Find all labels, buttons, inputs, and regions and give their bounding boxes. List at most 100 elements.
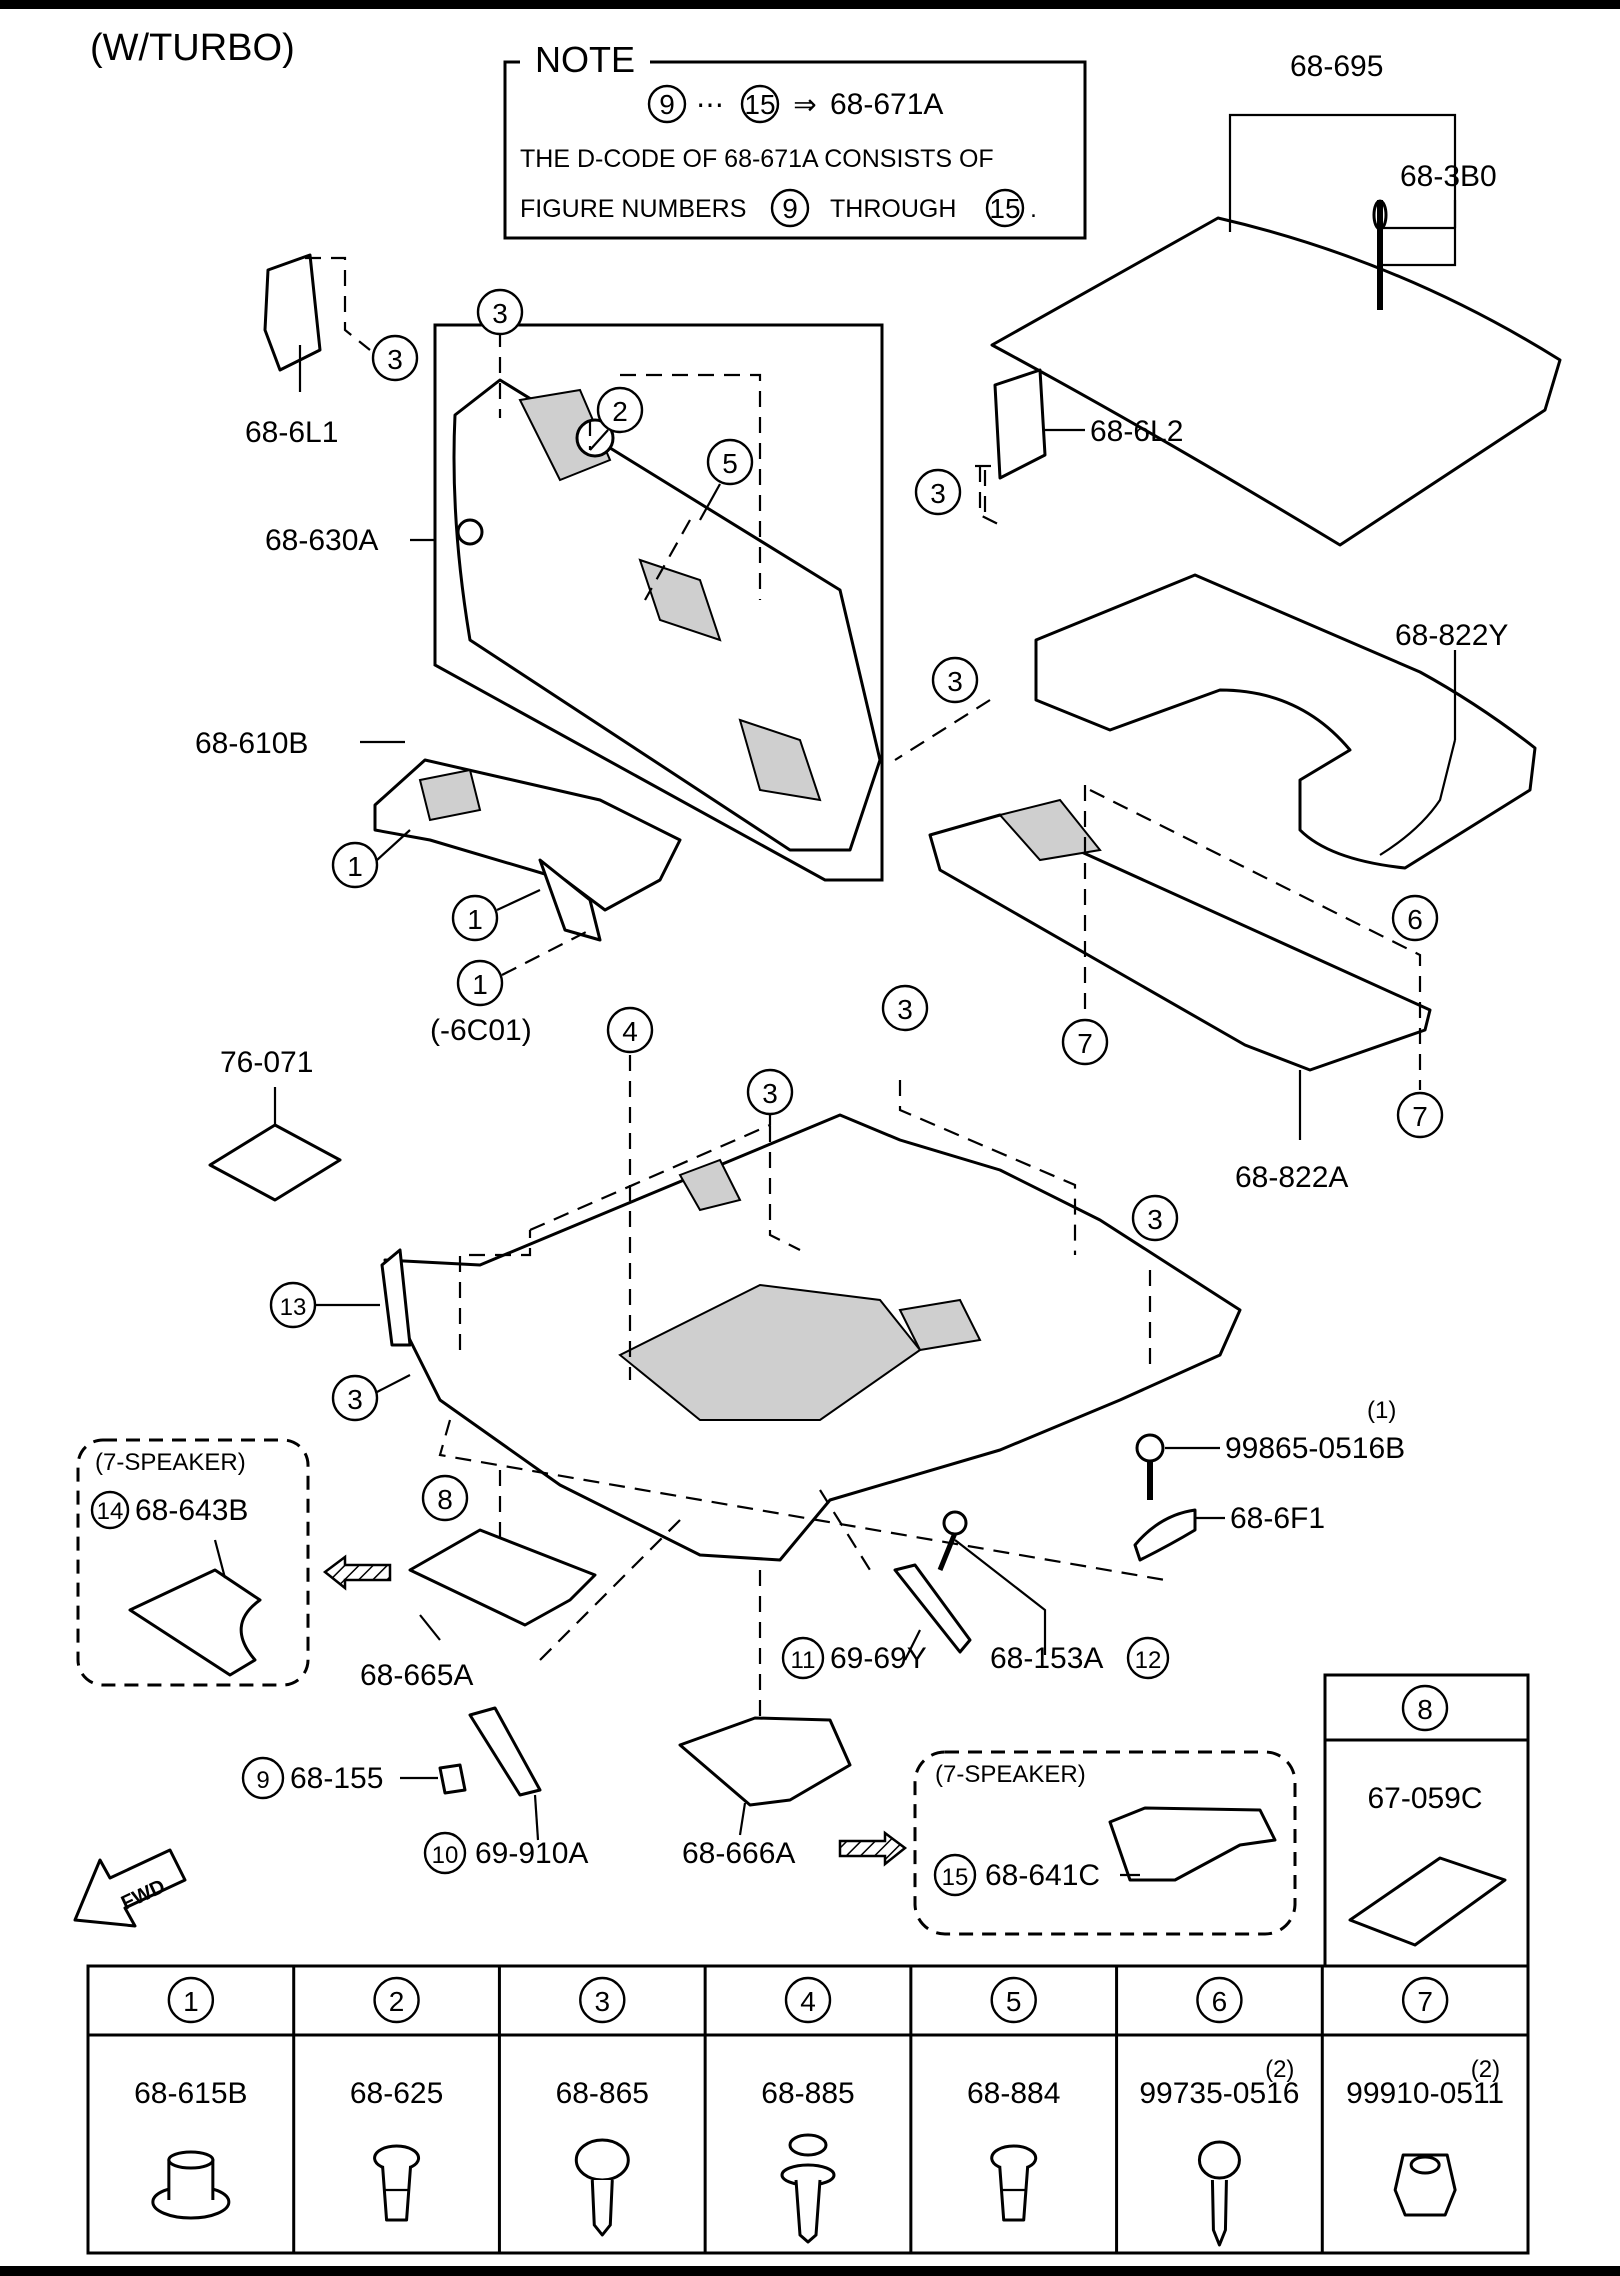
label-68-822A: 68-822A xyxy=(1235,1161,1348,1194)
callout-8-a: 8 xyxy=(437,1484,453,1515)
fastener-num-2: 2 xyxy=(389,1986,405,2017)
label-7-speaker-right: (7-SPEAKER) xyxy=(935,1761,1086,1788)
callout-3-e: 3 xyxy=(762,1078,778,1109)
callout-8-b: 8 xyxy=(1417,1694,1433,1725)
push-pin-icon xyxy=(574,2138,630,2237)
note-box: NOTE 9 ⋯ 15 ⇒ 68-671A THE D-CODE OF 68-6… xyxy=(503,39,1087,240)
fastener-code-4: 68-885 xyxy=(761,2077,854,2110)
fastener-code-1: 68-615B xyxy=(134,2077,247,2110)
fastener-qty-6: (2) xyxy=(1265,2056,1294,2083)
callout-7-a: 7 xyxy=(1077,1028,1093,1059)
note-arrow: ⇒ xyxy=(793,89,816,120)
label-68-695: 68-695 xyxy=(1290,50,1383,83)
floor-carpet: 4 3 3 3 3 13 8 xyxy=(269,984,1242,1720)
part-99865: (1) 99865-0516B 68-6F1 xyxy=(1133,1397,1405,1562)
fastener-col-4: 4 68-885 xyxy=(703,1966,855,2253)
part-68-822Y: 68-822Y xyxy=(1034,573,1537,870)
fastener-num-4: 4 xyxy=(800,1986,816,2017)
part-76-071: 76-071 xyxy=(208,1046,342,1202)
callout-5: 5 xyxy=(722,448,738,479)
label-68-6L2: 68-6L2 xyxy=(1090,415,1183,448)
label-6C01: (-6C01) xyxy=(430,1014,532,1047)
fastener-table: 1 68-615B 2 68-625 368-865 4 68-885 5 68-884 6 (2)… xyxy=(86,1964,1530,2255)
fastener-num-1: 1 xyxy=(183,1986,199,2017)
label-7-speaker-left: (7-SPEAKER) xyxy=(95,1449,246,1476)
callout-6: 6 xyxy=(1407,904,1423,935)
callout-15: 15 xyxy=(942,1864,969,1891)
fastener-num-7: 7 xyxy=(1417,1986,1433,2017)
callout-3-g: 3 xyxy=(1147,1204,1163,1235)
note-range-sep: ⋯ xyxy=(696,89,724,120)
trunk-board: 68-695 68-3B0 xyxy=(990,50,1562,547)
label-68-666A: 68-666A xyxy=(682,1837,795,1870)
fastener-col-6: 6(2)99735-0516 xyxy=(1115,1966,1300,2253)
callout-3-d: 3 xyxy=(947,666,963,697)
part-68-822A: 68-822A 7 6 7 xyxy=(928,785,1444,1194)
rivet-clip-icon xyxy=(780,2133,836,2244)
fastener-code-3: 68-865 xyxy=(556,2077,649,2110)
label-69-910A: 69-910A xyxy=(475,1837,588,1870)
callout-7-b: 7 xyxy=(1412,1101,1428,1132)
label-68-155: 68-155 xyxy=(290,1762,383,1795)
part-68-630A: 68-630A 3 2 5 xyxy=(265,288,884,882)
label-67-059C: 67-059C xyxy=(1367,1782,1482,1815)
speaker-box-right: (7-SPEAKER) 15 68-641C xyxy=(913,1750,1297,1936)
label-68-3B0: 68-3B0 xyxy=(1400,160,1497,193)
label-69-69Y: 69-69Y xyxy=(830,1642,927,1675)
part-68-666A: 68-666A xyxy=(678,1716,852,1870)
fastener-col-7: 7 (2)99910-0511 xyxy=(1320,1966,1504,2253)
label-68-822Y: 68-822Y xyxy=(1395,619,1508,652)
fastener-col-3: 368-865 xyxy=(497,1966,649,2253)
table-columns: 1 68-615B 2 68-625 368-865 4 68-885 5 68-884 6 (2)… xyxy=(134,1966,1504,2253)
label-68-630A: 68-630A xyxy=(265,524,378,557)
label-68-6L1: 68-6L1 xyxy=(245,416,338,449)
fastener-code-2: 68-625 xyxy=(350,2077,443,2110)
arrow-left-hatched xyxy=(322,1554,392,1591)
label-68-153A: 68-153A xyxy=(990,1642,1103,1675)
note-range-code: 68-671A xyxy=(830,88,943,121)
diagram-title: (W/TURBO) xyxy=(90,27,295,69)
callout-12: 12 xyxy=(1135,1647,1162,1674)
kit-box-8: 8 67-059C xyxy=(1323,1673,1530,1968)
callout-11: 11 xyxy=(791,1647,816,1674)
fastener-col-5: 5 68-884 xyxy=(909,1966,1060,2253)
note-callout-9b: 9 xyxy=(782,193,798,224)
callout-4: 4 xyxy=(622,1016,638,1047)
fastener-code-7: 99910-0511 xyxy=(1346,2077,1504,2110)
fastener-code-5: 68-884 xyxy=(967,2077,1060,2110)
push-retainer-icon xyxy=(151,2150,231,2220)
note-callout-15: 15 xyxy=(744,89,775,120)
fastener-col-2: 2 68-625 xyxy=(292,1966,443,2253)
note-callout-9: 9 xyxy=(659,89,675,120)
fastener-num-5: 5 xyxy=(1006,1986,1022,2017)
label-68-610B: 68-610B xyxy=(195,727,308,760)
label-qty-1: (1) xyxy=(1367,1397,1396,1424)
callout-1-c: 1 xyxy=(472,969,488,1000)
callout-3-h: 3 xyxy=(347,1384,363,1415)
note-line-1: THE D-CODE OF 68-671A CONSISTS OF xyxy=(520,145,994,173)
callout-1-a: 1 xyxy=(347,851,363,882)
part-68-155: 9 68-155 10 69-910A xyxy=(241,1706,588,1875)
clip-icon xyxy=(373,2144,421,2222)
part-69-69Y: 11 69-69Y 68-153A 12 xyxy=(781,1510,1170,1680)
callout-14: 14 xyxy=(97,1498,124,1525)
clip-icon xyxy=(990,2144,1038,2222)
fastener-qty-7: (2) xyxy=(1471,2056,1500,2083)
fwd-arrow: FWD xyxy=(73,1848,187,1928)
callout-3-a: 3 xyxy=(387,344,403,375)
callout-3-b: 3 xyxy=(492,298,508,329)
note-line-2-a: FIGURE NUMBERS xyxy=(520,195,746,223)
part-68-610B: 68-610B 1 1 1 (-6C01) xyxy=(195,727,682,1047)
note-line-2-b: THROUGH xyxy=(830,195,956,223)
part-68-665A: 68-665A xyxy=(360,1528,597,1692)
note-line-2-end: . xyxy=(1030,195,1037,223)
callout-3-f: 3 xyxy=(897,994,913,1025)
arrow-right-hatched xyxy=(838,1830,908,1867)
part-68-6L1: 68-6L1 3 xyxy=(245,253,419,449)
label-76-071: 76-071 xyxy=(220,1046,313,1079)
label-68-643B: 68-643B xyxy=(135,1494,248,1527)
label-68-6F1: 68-6F1 xyxy=(1230,1502,1325,1535)
fastener-num-6: 6 xyxy=(1212,1986,1228,2017)
label-99865-0516B: 99865-0516B xyxy=(1225,1432,1405,1465)
